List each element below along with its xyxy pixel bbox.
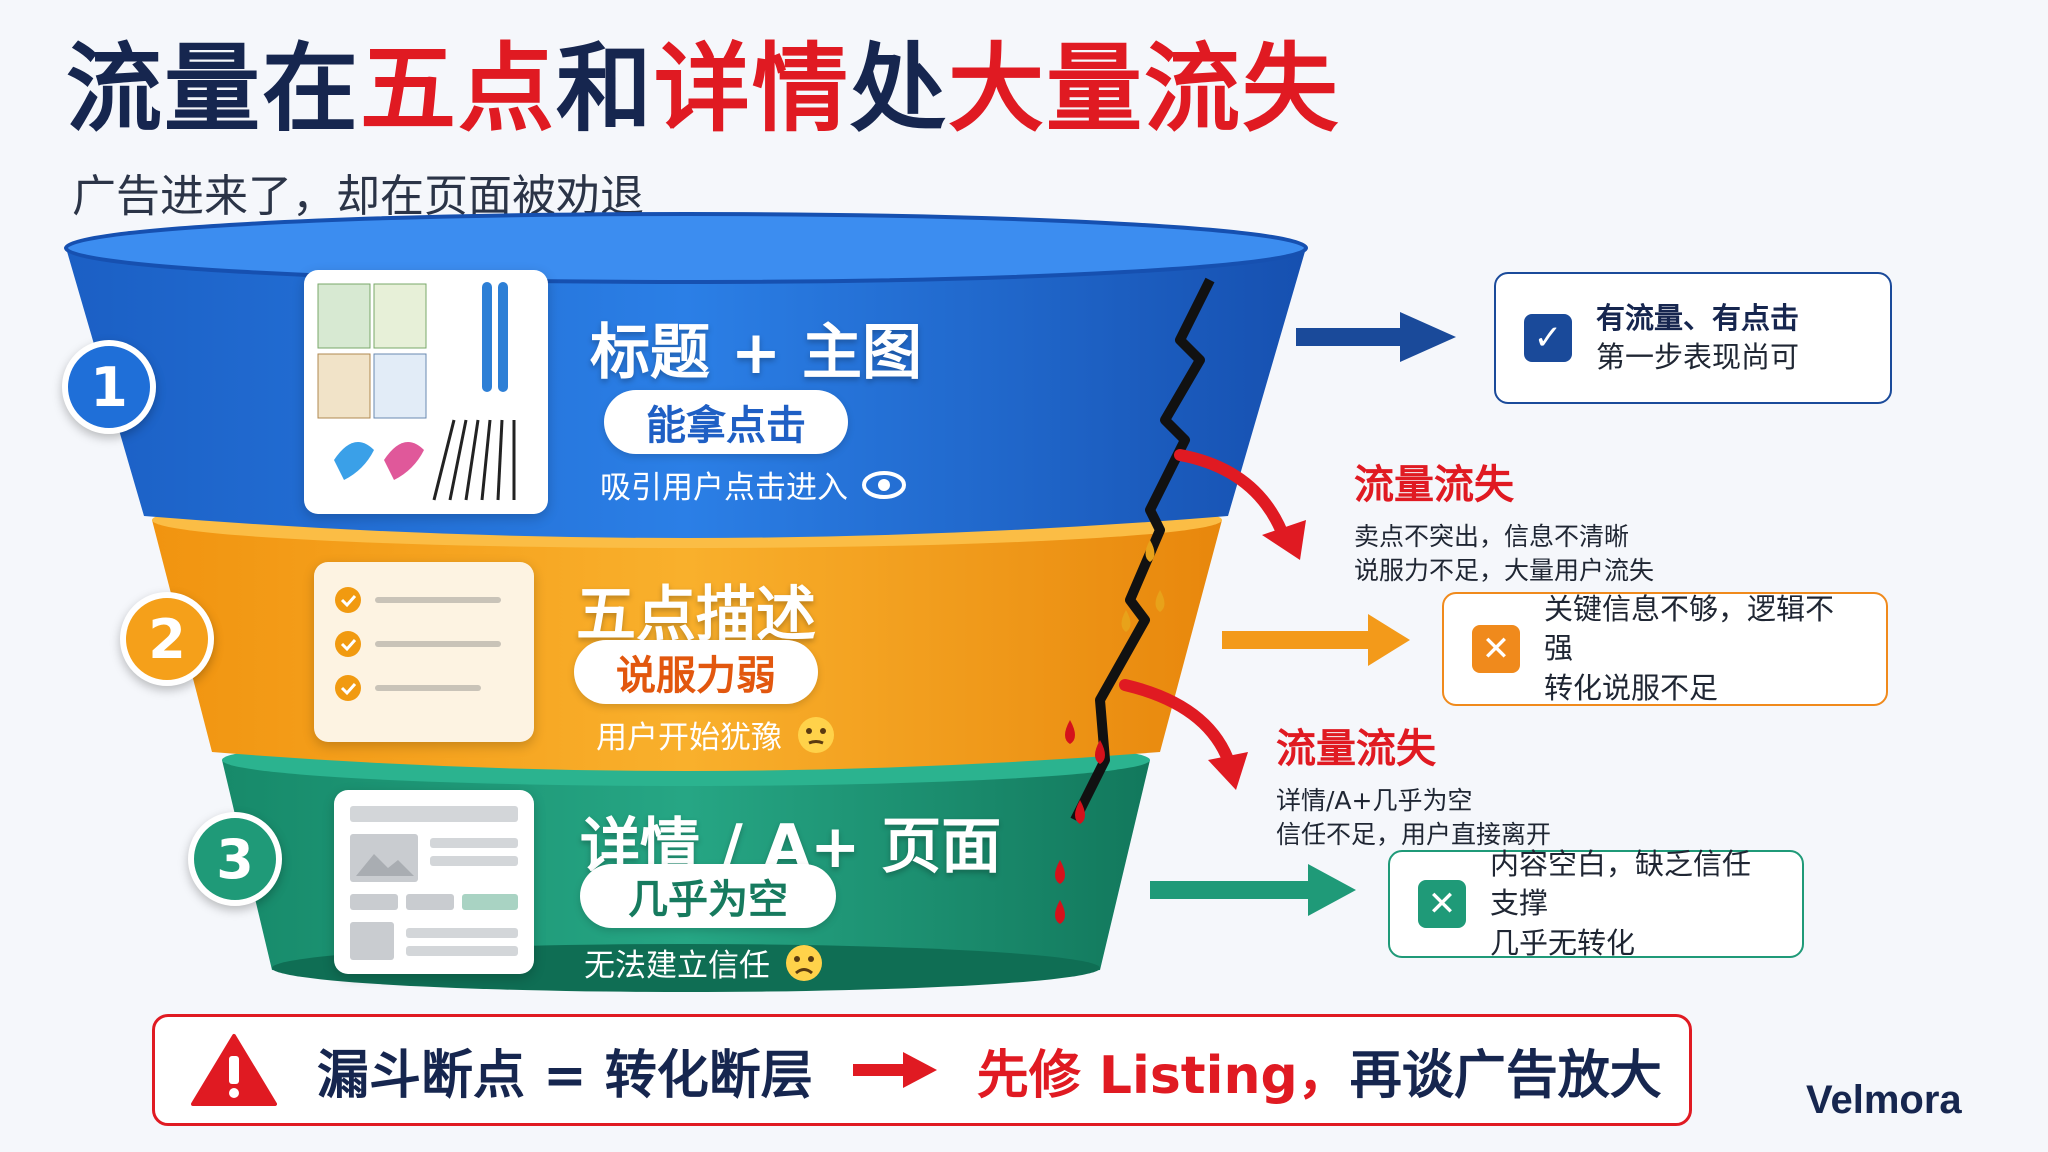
stage-number-3: 3 bbox=[188, 812, 282, 906]
banner-right-red: 先修 Listing， bbox=[976, 1045, 1350, 1106]
brand-logo: Velmora bbox=[1806, 1078, 1962, 1122]
loss-title: 流量流失 bbox=[1354, 462, 1514, 508]
check-icon: ✓ bbox=[1524, 314, 1572, 362]
x-icon: ✕ bbox=[1418, 880, 1466, 928]
title-part: 流量在 bbox=[66, 33, 360, 145]
status-line2: 几乎无转化 bbox=[1490, 925, 1636, 960]
stage-desc-1: 吸引用户点击进入 bbox=[600, 462, 906, 507]
status-text: 内容空白，缺乏信任支撑 几乎无转化 bbox=[1490, 845, 1774, 962]
bottom-banner: 漏斗断点 = 转化断层 先修 Listing，再谈广告放大 bbox=[152, 1014, 1692, 1126]
status-box-1: ✓ 有流量、有点击 第一步表现尚可 bbox=[1494, 272, 1892, 404]
right-arrows bbox=[1150, 312, 1456, 916]
product-image-card bbox=[304, 270, 548, 514]
stage-desc-2: 用户开始犹豫 bbox=[596, 712, 836, 757]
stage-desc-text: 用户开始犹豫 bbox=[596, 720, 782, 756]
title-part: 大量流失 bbox=[948, 33, 1340, 145]
loss-arrows bbox=[1119, 449, 1291, 771]
status-line2: 第一步表现尚可 bbox=[1596, 340, 1800, 374]
page-layout-icon bbox=[350, 806, 518, 960]
stage-number-2: 2 bbox=[120, 592, 214, 686]
stage-desc-3: 无法建立信任 bbox=[584, 940, 824, 985]
status-line2: 转化说服不足 bbox=[1544, 670, 1719, 705]
funnel-crack bbox=[1070, 277, 1215, 823]
page-title: 流量在五点和详情处大量流失 bbox=[66, 34, 1340, 144]
loss-note-2: 流量流失 详情/A+几乎为空 信任不足，用户直接离开 bbox=[1276, 716, 1551, 852]
status-box-2: ✕ 关键信息不够，逻辑不强 转化说服不足 bbox=[1442, 592, 1888, 706]
status-line1: 内容空白，缺乏信任支撑 bbox=[1490, 847, 1752, 921]
thinking-face-icon bbox=[798, 716, 834, 753]
status-line1: 关键信息不够，逻辑不强 bbox=[1544, 592, 1835, 666]
stage-number-1: 1 bbox=[62, 340, 156, 434]
drops bbox=[1121, 540, 1165, 632]
product-image bbox=[317, 282, 516, 501]
stage-title-1: 标题 + 主图 bbox=[590, 318, 923, 388]
loss-line2: 信任不足，用户直接离开 bbox=[1276, 819, 1552, 849]
checklist-icon bbox=[335, 587, 501, 701]
stage-title-2: 五点描述 bbox=[576, 580, 816, 650]
stage-pill-1: 能拿点击 bbox=[604, 390, 848, 454]
arrow-right-icon bbox=[852, 1052, 937, 1088]
loss-line1: 详情/A+几乎为空 bbox=[1276, 786, 1473, 815]
status-text: 关键信息不够，逻辑不强 转化说服不足 bbox=[1544, 590, 1858, 707]
loss-line2: 说服力不足，大量用户流失 bbox=[1354, 555, 1655, 585]
loss-note-1: 流量流失 卖点不突出，信息不清晰 说服力不足，大量用户流失 bbox=[1354, 452, 1654, 588]
loss-title: 流量流失 bbox=[1276, 726, 1436, 772]
status-text: 有流量、有点击 第一步表现尚可 bbox=[1596, 299, 1799, 377]
x-icon: ✕ bbox=[1472, 625, 1520, 673]
page-layout-card bbox=[334, 790, 534, 974]
banner-right-text: 先修 Listing，再谈广告放大 bbox=[977, 1033, 1662, 1108]
stage-desc-text: 无法建立信任 bbox=[584, 948, 770, 984]
title-part: 五点 bbox=[360, 33, 556, 145]
sad-face-icon bbox=[786, 944, 822, 981]
checklist-card bbox=[314, 562, 534, 742]
loss-line1: 卖点不突出，信息不清晰 bbox=[1354, 522, 1630, 551]
status-line1: 有流量、有点击 bbox=[1596, 300, 1800, 335]
title-part: 处 bbox=[850, 33, 948, 145]
banner-left-text: 漏斗断点 = 转化断层 bbox=[317, 1045, 813, 1106]
title-part: 详情 bbox=[654, 33, 850, 145]
banner-right-dark: 再谈广告放大 bbox=[1349, 1045, 1662, 1106]
stage-desc-text: 吸引用户点击进入 bbox=[600, 470, 848, 506]
stage-pill-3: 几乎为空 bbox=[580, 864, 836, 928]
title-part: 和 bbox=[556, 33, 654, 145]
status-box-3: ✕ 内容空白，缺乏信任支撑 几乎无转化 bbox=[1388, 847, 1804, 960]
eye-icon bbox=[862, 470, 906, 499]
warning-icon bbox=[191, 1034, 277, 1106]
stage-pill-2: 说服力弱 bbox=[574, 640, 818, 704]
